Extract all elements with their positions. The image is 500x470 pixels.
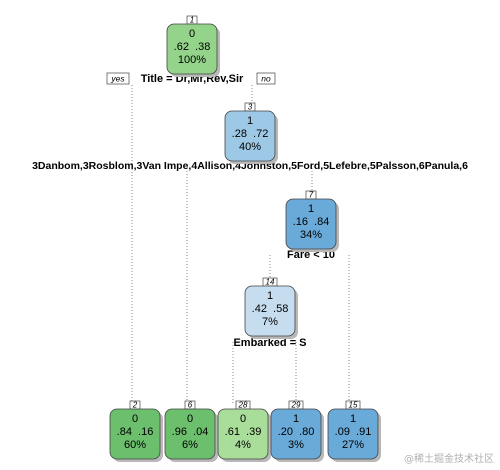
tree-node-6: 6 0.96 .046% (164, 401, 218, 462)
node-id-label: 15 (349, 401, 358, 410)
node-id-label: 14 (266, 278, 275, 287)
node-probabilities: .28 .72 (232, 128, 269, 140)
node-id-label: 29 (291, 401, 301, 410)
no-branch-tag: no (256, 72, 276, 85)
node-percentage: 7% (262, 316, 278, 328)
watermark-text: @稀土掘金技术社区 (404, 452, 494, 465)
split-label-node-14: Embarked = S (233, 337, 306, 349)
tree-node-29: 29 1.20 .803% (270, 401, 324, 462)
node-id-label: 28 (238, 401, 248, 410)
node-probabilities: .20 .80 (278, 426, 315, 438)
yes-tag-label: yes (110, 74, 125, 84)
node-probabilities: .09 .91 (335, 426, 372, 438)
node-id-label: 2 (132, 401, 138, 410)
node-probabilities: .96 .04 (172, 426, 209, 438)
split-label-node-1: Title = Dr,Mr,Rev,Sir (141, 73, 244, 85)
split-label-node-3: 3Danbom,3Rosblom,3Van Impe,4Allison,4Joh… (32, 160, 468, 172)
node-box (244, 285, 296, 337)
node-percentage: 6% (182, 439, 198, 451)
no-tag-label: no (261, 74, 271, 84)
node-class-label: 1 (293, 413, 299, 425)
node-box (285, 198, 337, 250)
tree-node-28: 28 0.61 .394% (217, 401, 271, 462)
node-class-label: 1 (350, 413, 356, 425)
node-percentage: 27% (342, 439, 364, 451)
node-class-label: 0 (189, 28, 195, 40)
node-percentage: 100% (178, 54, 206, 66)
node-probabilities: .42 .58 (252, 303, 289, 315)
node-percentage: 60% (124, 439, 146, 451)
node-id-label: 6 (188, 401, 193, 410)
node-class-label: 0 (132, 413, 138, 425)
node-probabilities: .62 .38 (174, 41, 211, 53)
node-probabilities: .16 .84 (293, 216, 330, 228)
node-box (327, 408, 379, 460)
node-box (164, 408, 216, 460)
node-box (270, 408, 322, 460)
node-percentage: 34% (300, 229, 322, 241)
node-percentage: 40% (239, 141, 261, 153)
node-class-label: 1 (267, 290, 273, 302)
node-class-label: 1 (308, 203, 314, 215)
node-id-label: 3 (248, 103, 253, 112)
node-id-label: 7 (309, 191, 314, 200)
node-class-label: 0 (240, 413, 246, 425)
node-box (217, 408, 269, 460)
yes-branch-tag: yes (106, 72, 130, 85)
node-class-label: 0 (187, 413, 193, 425)
node-percentage: 4% (235, 439, 251, 451)
tree-node-14: 14 1.42 .587% (244, 278, 298, 339)
node-box (109, 408, 161, 460)
node-class-label: 1 (247, 115, 253, 127)
node-probabilities: .84 .16 (117, 426, 154, 438)
node-probabilities: .61 .39 (225, 426, 262, 438)
node-box (224, 110, 276, 162)
node-box (166, 23, 218, 75)
node-id-label: 1 (190, 16, 194, 25)
node-percentage: 3% (288, 439, 304, 451)
tree-edges (131, 85, 350, 403)
